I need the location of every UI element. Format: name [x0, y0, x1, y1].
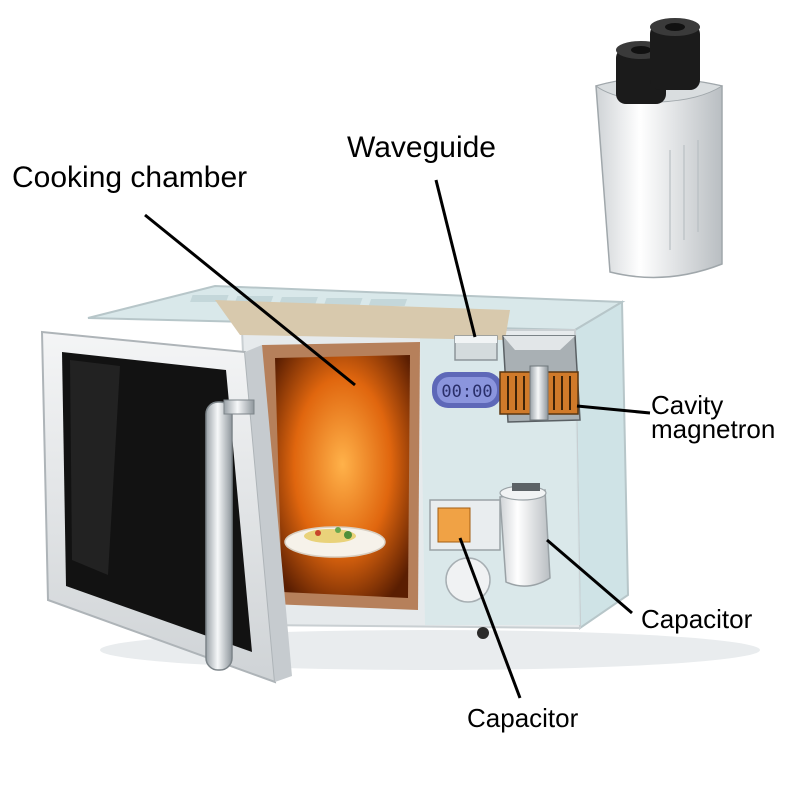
- digital-display: [432, 372, 502, 408]
- microwave-body: [87, 284, 630, 639]
- magnetron-part: [499, 335, 581, 423]
- door: [40, 330, 292, 684]
- label-capacitor-bottom: Capacitor: [467, 703, 579, 733]
- leader-capacitor-right: [546, 538, 633, 615]
- door-handle: [205, 401, 233, 671]
- leader-cooking-chamber: [144, 213, 356, 387]
- chassis-right-side: [573, 300, 630, 630]
- leader-capacitor-bottom: [458, 537, 522, 699]
- door-glass-reflection: [70, 360, 120, 575]
- label-cavity: Cavity: [651, 390, 724, 420]
- control-knob: [445, 557, 491, 603]
- label-waveguide: Waveguide: [347, 131, 496, 164]
- waveguide-part: [454, 335, 498, 361]
- foot: [477, 627, 489, 639]
- label-capacitor-right: Capacitor: [641, 604, 753, 634]
- capacitor-terminal-right: [650, 18, 700, 90]
- leader-waveguide: [434, 179, 477, 338]
- transformer-part: [429, 499, 501, 551]
- label-magnetron: magnetron: [651, 414, 776, 444]
- food-plate: [284, 526, 386, 558]
- inner-capacitor-part: [499, 483, 551, 587]
- label-cooking-chamber: Cooking chamber: [12, 161, 248, 194]
- door-handle-bracket: [223, 399, 255, 415]
- leader-magnetron: [576, 404, 651, 415]
- top-vents: [190, 295, 408, 306]
- capacitor-photo: [594, 18, 724, 279]
- display-time: 00:00: [441, 382, 492, 402]
- door-side-edge: [245, 345, 292, 682]
- leader-lines: [144, 179, 651, 699]
- chamber-glow: [275, 355, 410, 598]
